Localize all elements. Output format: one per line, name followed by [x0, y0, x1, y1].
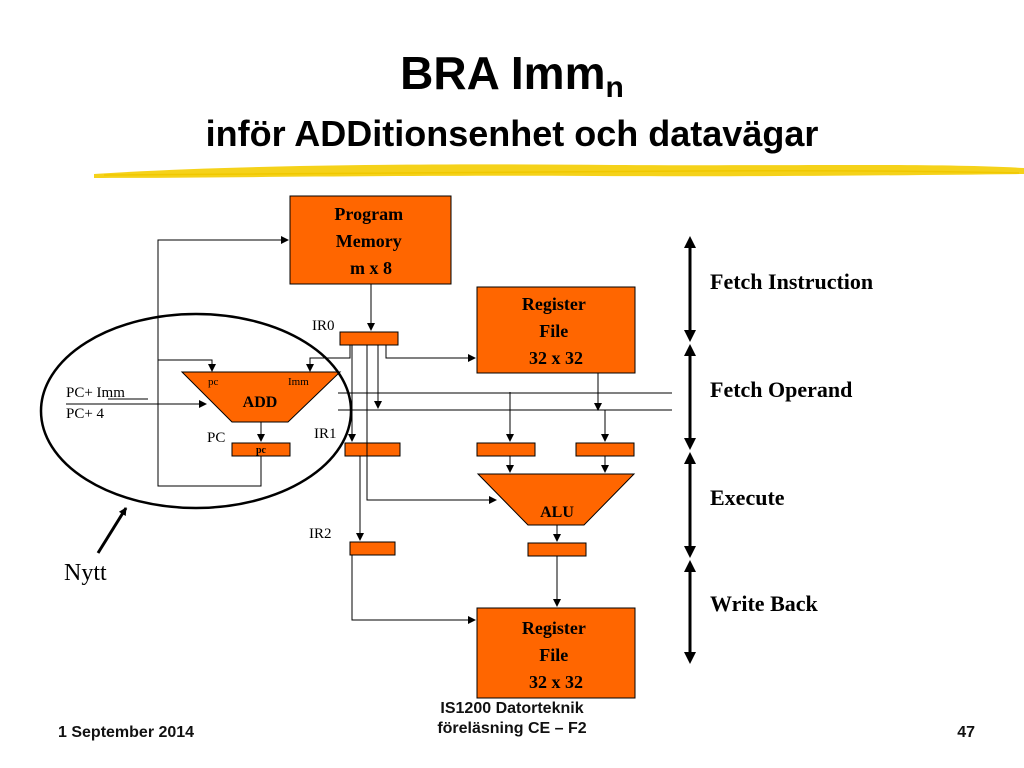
register-file-bottom-line1: Register	[522, 618, 586, 638]
program-memory-line3: m x 8	[350, 258, 392, 278]
footer-date: 1 September 2014	[58, 724, 195, 741]
pc-input-imm: PC+ Imm	[66, 385, 125, 401]
slide-subtitle: inför ADDitionsenhet och datavägar	[205, 113, 819, 154]
ir2-latch	[349, 541, 396, 556]
new-area-ellipse	[39, 312, 353, 510]
register-file-top-line3: 32 x 32	[529, 348, 583, 368]
ir0-latch	[339, 331, 399, 346]
stage-write-back: Write Back	[710, 591, 819, 616]
footer-page-number: 47	[957, 724, 975, 741]
stage-fetch-instruction: Fetch Instruction	[710, 269, 873, 294]
svg-text:Register File 32 x 32: Register File 32 x 32	[522, 618, 590, 692]
program-memory-line2: Memory	[336, 231, 402, 251]
ir1-label: IR1	[314, 426, 337, 442]
add-input-imm-label: Imm	[288, 376, 309, 388]
register-file-bottom-line2: File	[539, 645, 568, 665]
title-subscript: n	[605, 71, 624, 104]
title-highlight-stroke	[94, 164, 1024, 178]
datapath-wires	[157, 236, 672, 624]
register-file-bottom-line3: 32 x 32	[529, 672, 583, 692]
ir0-label: IR0	[312, 318, 335, 334]
add-label: ADD	[243, 394, 278, 411]
title-text: BRA Imm	[400, 47, 606, 99]
alu-unit	[476, 473, 636, 526]
stage-execute: Execute	[710, 485, 785, 510]
footer-course: IS1200 Datorteknik föreläsning CE – F2	[362, 699, 662, 739]
register-file-top-line1: Register	[522, 294, 586, 314]
operand-latch-b	[575, 442, 635, 457]
pc-register-inner-label: pc	[256, 445, 267, 456]
callout-arrow	[96, 507, 128, 554]
program-memory-line1: Program	[334, 204, 403, 224]
footer-course-line1: IS1200 Datorteknik	[440, 700, 584, 717]
callout-new: Nytt	[64, 560, 107, 586]
add-unit	[180, 371, 342, 423]
register-file-top-block	[476, 286, 636, 374]
svg-text:Register File 32 x 32: Register File 32 x 32	[522, 294, 590, 368]
register-file-top-line2: File	[539, 321, 568, 341]
slide-title: BRA Immn	[0, 48, 1024, 104]
pc-register-label: PC	[207, 430, 225, 446]
alu-label: ALU	[540, 504, 574, 521]
pc-input-4: PC+ 4	[66, 406, 105, 422]
stage-arrowheads	[684, 236, 696, 664]
alu-output-latch	[527, 542, 587, 557]
stage-fetch-operand: Fetch Operand	[710, 377, 852, 402]
svg-text:Program Memory m x 8: Program Memory m x 8	[334, 204, 407, 278]
ir2-label: IR2	[309, 526, 332, 542]
add-input-pc-label: pc	[208, 376, 219, 388]
footer-course-line2: föreläsning CE – F2	[437, 720, 587, 737]
operand-latch-a	[476, 442, 536, 457]
ir1-latch	[344, 442, 401, 457]
program-memory-block	[289, 195, 452, 285]
register-file-bottom-block	[476, 607, 636, 699]
